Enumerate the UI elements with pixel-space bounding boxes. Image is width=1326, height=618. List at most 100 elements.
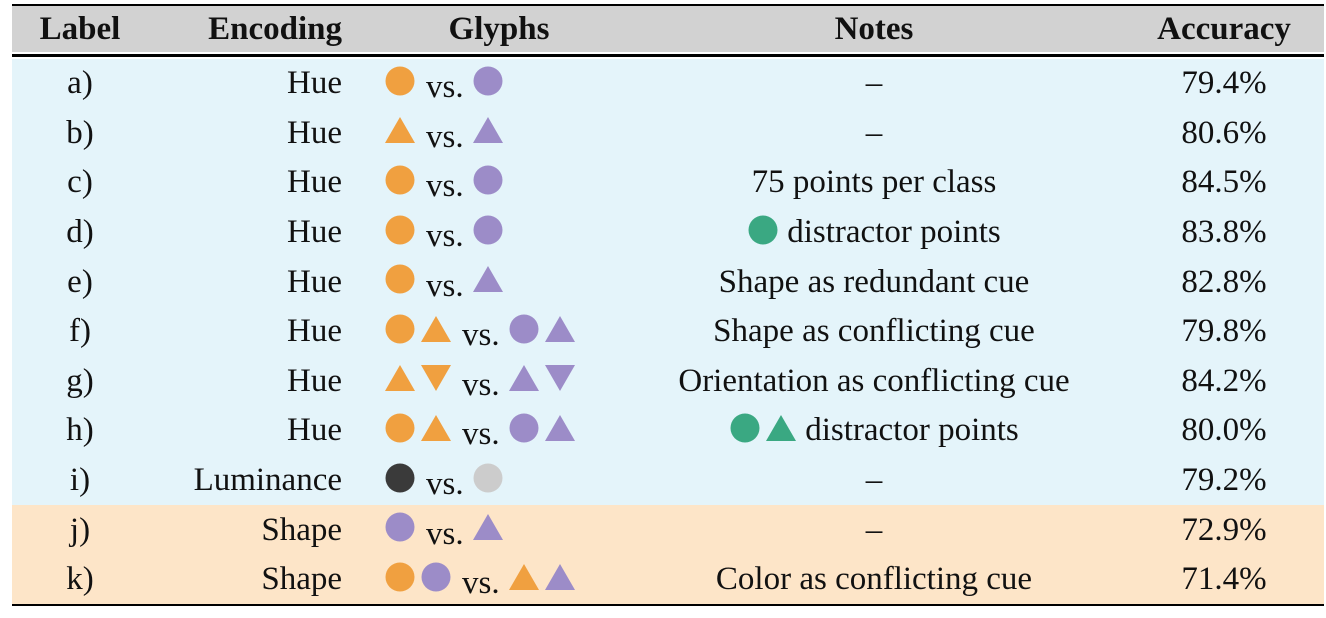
row-encoding: Hue bbox=[287, 214, 342, 251]
vs-text: vs. bbox=[426, 218, 464, 255]
row-accuracy: 80.0% bbox=[1181, 412, 1267, 449]
row-encoding: Hue bbox=[287, 65, 342, 102]
glyph-group bbox=[384, 263, 416, 295]
glyph-group bbox=[472, 263, 504, 295]
orange-circle-icon bbox=[385, 264, 415, 294]
row-label: k) bbox=[66, 561, 94, 598]
row-label: i) bbox=[69, 462, 91, 499]
row-accuracy: 71.4% bbox=[1181, 561, 1267, 598]
glyph-group bbox=[508, 561, 576, 593]
notes-text: – bbox=[865, 65, 883, 102]
row-notes: – bbox=[624, 59, 1124, 109]
top-rule bbox=[12, 4, 1324, 6]
glyph-group bbox=[384, 561, 452, 593]
glyph-group bbox=[747, 214, 779, 246]
row-notes: Color as conflicting cue bbox=[624, 555, 1124, 605]
row-label: h) bbox=[66, 412, 94, 449]
glyph-group bbox=[729, 412, 797, 444]
orange-circle-icon bbox=[385, 562, 415, 592]
header-glyphs: Glyphs bbox=[448, 10, 550, 47]
green-triangle-icon bbox=[766, 414, 797, 441]
header-label: Label bbox=[39, 10, 121, 47]
notes-text: distractor points bbox=[805, 412, 1019, 449]
purple-circle-icon bbox=[509, 314, 539, 344]
row-accuracy: 80.6% bbox=[1181, 114, 1267, 151]
header-notes: Notes bbox=[834, 10, 914, 47]
vs-text: vs. bbox=[426, 118, 464, 155]
purple-circle-icon bbox=[473, 215, 503, 245]
purple-circle-icon bbox=[421, 562, 451, 592]
row-notes: Shape as conflicting cue bbox=[624, 307, 1124, 357]
glyph-group bbox=[384, 362, 452, 394]
row-accuracy: 79.4% bbox=[1181, 65, 1267, 102]
header-accuracy: Accuracy bbox=[1157, 10, 1291, 47]
purple-triangle-icon bbox=[472, 514, 503, 541]
row-label: f) bbox=[69, 313, 91, 350]
row-glyphs: vs. bbox=[384, 257, 624, 307]
glyph-group bbox=[384, 313, 452, 345]
purple-triangle-icon bbox=[508, 365, 539, 392]
glyph-group bbox=[508, 313, 576, 345]
glyph-group bbox=[384, 164, 416, 196]
row-notes: 75 points per class bbox=[624, 158, 1124, 208]
green-circle-icon bbox=[748, 215, 778, 245]
glyph-group bbox=[384, 214, 416, 246]
row-glyphs: vs. bbox=[384, 109, 624, 159]
row-glyphs: vs. bbox=[384, 208, 624, 258]
glyph-group bbox=[384, 412, 452, 444]
notes-text: Shape as redundant cue bbox=[718, 263, 1030, 300]
vs-text: vs. bbox=[462, 317, 500, 354]
vs-text: vs. bbox=[426, 168, 464, 205]
glyph-group bbox=[472, 462, 504, 494]
orange-triangle-down-icon bbox=[421, 365, 451, 392]
row-glyphs: vs. bbox=[384, 505, 624, 555]
row-encoding: Shape bbox=[261, 561, 342, 598]
row-encoding: Shape bbox=[261, 511, 342, 548]
orange-circle-icon bbox=[385, 413, 415, 443]
notes-text: Shape as conflicting cue bbox=[713, 313, 1035, 350]
row-accuracy: 79.2% bbox=[1181, 462, 1267, 499]
row-encoding: Hue bbox=[287, 164, 342, 201]
row-glyphs: vs. bbox=[384, 59, 624, 109]
row-glyphs: vs. bbox=[384, 555, 624, 605]
notes-text: – bbox=[865, 511, 883, 548]
row-glyphs: vs. bbox=[384, 406, 624, 456]
glyph-group bbox=[384, 114, 416, 146]
vs-text: vs. bbox=[462, 416, 500, 453]
light-circle-icon bbox=[473, 463, 503, 493]
row-label: b) bbox=[66, 114, 94, 151]
row-notes: distractor points bbox=[624, 406, 1124, 456]
table-header: Label Encoding Glyphs Notes Accuracy bbox=[12, 6, 1324, 52]
purple-triangle-down-icon bbox=[544, 365, 575, 392]
vs-text: vs. bbox=[462, 565, 500, 602]
purple-circle-icon bbox=[473, 66, 503, 96]
orange-circle-icon bbox=[385, 165, 415, 195]
vs-text: vs. bbox=[462, 366, 500, 403]
row-notes: – bbox=[624, 109, 1124, 159]
orange-circle-icon bbox=[385, 215, 415, 245]
row-encoding: Hue bbox=[287, 263, 342, 300]
vs-text: vs. bbox=[426, 515, 464, 552]
notes-text: distractor points bbox=[787, 214, 1001, 251]
row-notes: Shape as redundant cue bbox=[624, 257, 1124, 307]
row-notes: Orientation as conflicting cue bbox=[624, 357, 1124, 407]
purple-triangle-icon bbox=[544, 414, 575, 441]
row-glyphs: vs. bbox=[384, 456, 624, 506]
row-encoding: Hue bbox=[287, 313, 342, 350]
glyph-group bbox=[472, 114, 504, 146]
row-encoding: Hue bbox=[287, 412, 342, 449]
vs-text: vs. bbox=[426, 69, 464, 106]
row-accuracy: 84.2% bbox=[1181, 362, 1267, 399]
orange-circle-icon bbox=[385, 66, 415, 96]
row-label: g) bbox=[66, 362, 94, 399]
glyph-group bbox=[472, 65, 504, 97]
glyph-group bbox=[508, 362, 576, 394]
